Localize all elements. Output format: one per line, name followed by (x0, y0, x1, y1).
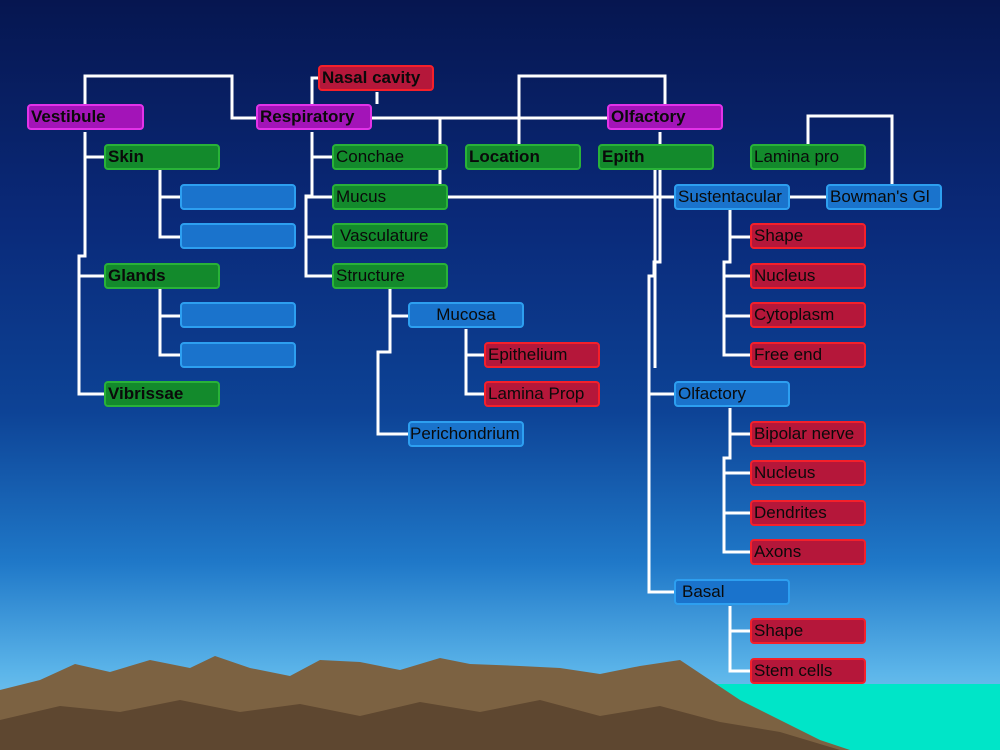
node-vestibule: Vestibule (27, 104, 144, 130)
node-basal-shape: Shape (750, 618, 866, 644)
node-glands: Glands (104, 263, 220, 289)
node-vasculature: Vasculature (332, 223, 448, 249)
node-lamina-pro: Lamina pro (750, 144, 866, 170)
node-conchae: Conchae (332, 144, 448, 170)
node-glands-blank-2 (180, 342, 296, 368)
node-location: Location (465, 144, 581, 170)
node-epith: Epith (598, 144, 714, 170)
node-mucosa: Mucosa (408, 302, 524, 328)
node-sust-free-end: Free end (750, 342, 866, 368)
node-sustentacular: Sustentacular (674, 184, 790, 210)
node-basal: Basal (674, 579, 790, 605)
node-structure: Structure (332, 263, 448, 289)
node-stem-cells: Stem cells (750, 658, 866, 684)
node-glands-blank-1 (180, 302, 296, 328)
node-perichondrium: Perichondrium (408, 421, 524, 447)
node-sust-nucleus: Nucleus (750, 263, 866, 289)
node-bipolar-nerve: Bipolar nerve (750, 421, 866, 447)
node-olfactory-cell: Olfactory (674, 381, 790, 407)
node-mucus: Mucus (332, 184, 448, 210)
node-axons: Axons (750, 539, 866, 565)
node-sust-shape: Shape (750, 223, 866, 249)
node-bowmans-gl: Bowman's Gl (826, 184, 942, 210)
node-skin-blank-1 (180, 184, 296, 210)
node-skin: Skin (104, 144, 220, 170)
node-epithelium: Epithelium (484, 342, 600, 368)
node-respiratory: Respiratory (256, 104, 372, 130)
node-vibrissae: Vibrissae (104, 381, 220, 407)
node-skin-blank-2 (180, 223, 296, 249)
node-olfactory-region: Olfactory (607, 104, 723, 130)
node-nasal-cavity: Nasal cavity (318, 65, 434, 91)
node-olf-nucleus: Nucleus (750, 460, 866, 486)
node-sust-cytoplasm: Cytoplasm (750, 302, 866, 328)
node-dendrites: Dendrites (750, 500, 866, 526)
mountain-shadow (0, 700, 840, 750)
node-lamina-prop: Lamina Prop (484, 381, 600, 407)
